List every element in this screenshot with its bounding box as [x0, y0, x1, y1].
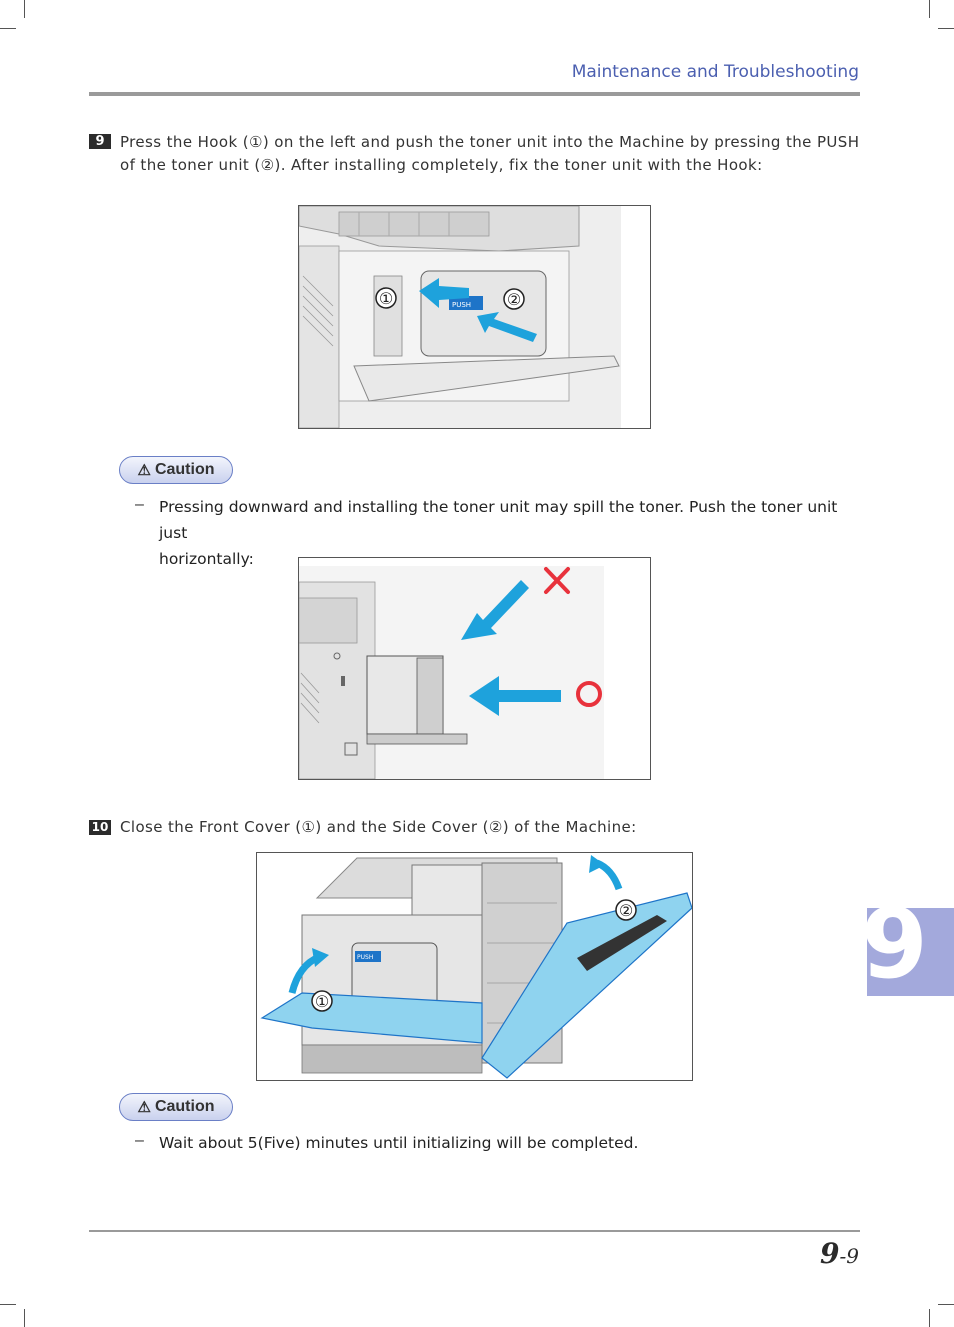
bullet-dash: – — [135, 1132, 144, 1149]
rotate-arrow-icon — [312, 948, 329, 967]
crop-mark — [24, 0, 25, 18]
caution-label: Caution — [154, 461, 215, 478]
caution-badge: ⚠ Caution — [119, 456, 233, 484]
page-num: 9 — [846, 1244, 859, 1268]
crop-mark — [0, 1304, 16, 1305]
left-arrow-icon — [419, 278, 469, 308]
chapter-tab-number: 9 — [867, 908, 928, 996]
warning-triangle-icon: ⚠ — [137, 462, 151, 479]
page-chapter: 9 — [820, 1237, 840, 1270]
caution-label: Caution — [154, 1098, 215, 1115]
caution-1-line-1: Pressing downward and installing the ton… — [159, 498, 838, 542]
step-number-10: 10 — [89, 820, 111, 835]
caution-badge: ⚠ Caution — [119, 1093, 233, 1121]
caution-2-text: Wait about 5(Five) minutes until initial… — [159, 1134, 639, 1152]
callout-2: ② — [507, 290, 521, 309]
chapter-tab: 9 — [867, 908, 954, 996]
step-10-text: Close the Front Cover (①) and the Side C… — [120, 818, 637, 836]
wrong-x-icon — [544, 567, 570, 594]
crop-mark — [938, 1304, 954, 1305]
push-label: PUSH — [357, 954, 373, 961]
callout-1: ① — [379, 289, 393, 308]
bullet-dash: – — [135, 496, 144, 513]
page-number: 9-9 — [820, 1237, 859, 1270]
warning-triangle-icon: ⚠ — [137, 1099, 151, 1116]
crop-mark — [929, 1309, 930, 1327]
figure-push-direction — [298, 557, 651, 780]
callout-2: ② — [619, 901, 633, 920]
crop-mark — [24, 1309, 25, 1327]
step-number-9: 9 — [89, 134, 111, 149]
crop-mark — [0, 28, 16, 29]
rotate-arrow-icon — [589, 855, 605, 873]
crop-mark — [929, 0, 930, 18]
step-9-line-2: of the toner unit (②). After installing … — [120, 156, 763, 174]
footer-rule — [89, 1230, 860, 1232]
page-header-title: Maintenance and Troubleshooting — [571, 62, 859, 82]
correct-circle-icon — [576, 681, 602, 707]
caution-1-text: Pressing downward and installing the ton… — [159, 494, 859, 572]
figure-install-toner: PUSH ① ② — [298, 205, 651, 429]
header-rule — [89, 92, 860, 96]
push-arrow-icon — [477, 312, 537, 342]
page-separator: - — [839, 1244, 847, 1268]
crop-mark — [938, 28, 954, 29]
callout-1: ① — [315, 992, 329, 1011]
caution-1-line-2: horizontally: — [159, 550, 254, 568]
horizontal-arrow-icon — [469, 676, 561, 716]
push-label: PUSH — [452, 301, 471, 309]
step-9-text: Press the Hook (①) on the left and push … — [120, 131, 860, 177]
figure-close-covers: PUSH ① ② — [256, 852, 693, 1081]
step-9-line-1: Press the Hook (①) on the left and push … — [120, 133, 860, 151]
diagonal-arrow-icon — [461, 580, 529, 640]
